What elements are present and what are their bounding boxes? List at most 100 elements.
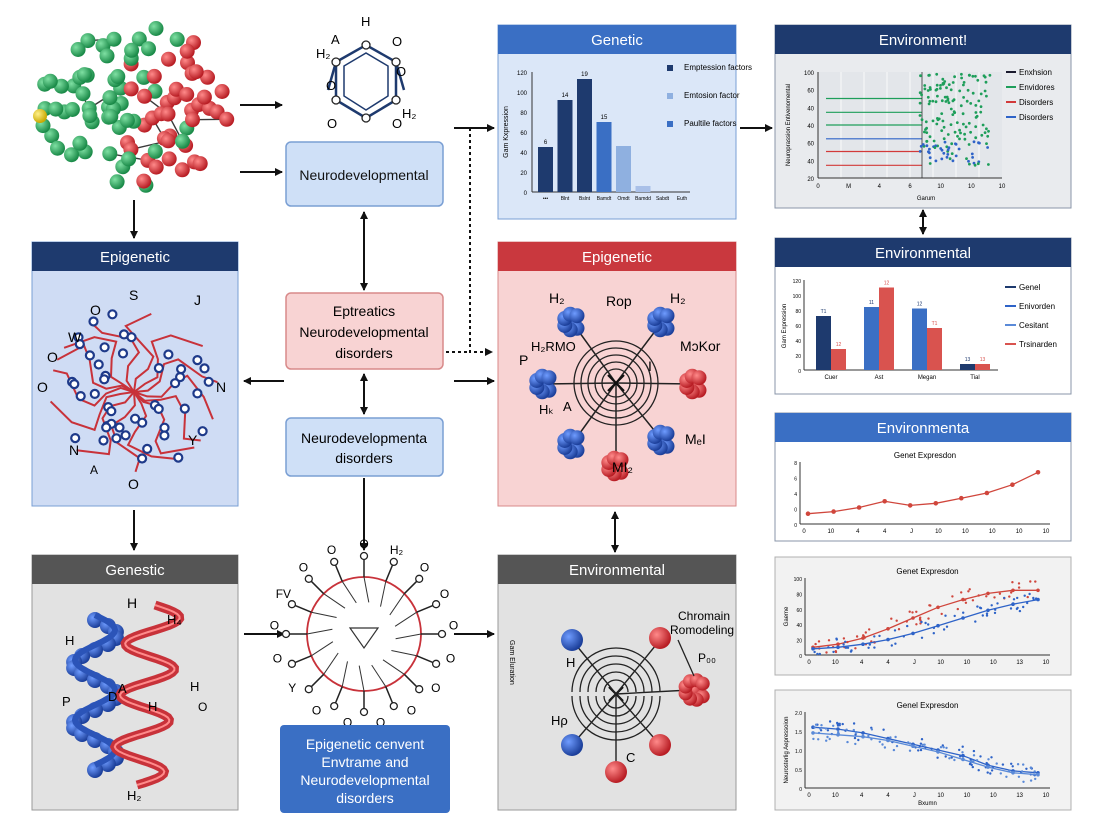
nucleotide-bead (199, 363, 210, 374)
red-helix-illustration (109, 600, 185, 790)
legend-label: Envidores (1019, 83, 1055, 92)
scatter-point (842, 637, 846, 640)
hexagon-molecule (326, 43, 406, 120)
legend-swatch (667, 93, 673, 99)
molecule-atom (64, 147, 79, 163)
molecule-atom (102, 146, 118, 162)
scatter-point (949, 123, 953, 126)
y-tick-label: 80 (795, 309, 801, 315)
scatter-point (1022, 780, 1025, 783)
x-tick-label: Blnt (561, 196, 570, 202)
dotted-arrow (469, 128, 493, 356)
bar-data-label: 19 (581, 72, 588, 78)
atom-label: H₄ (167, 612, 182, 627)
diagram-label: Rop (606, 293, 632, 309)
scatter-point (890, 644, 893, 647)
y-tick-label: 6 (794, 477, 797, 483)
scatter-point (919, 616, 922, 619)
ring-atom-label: O (440, 587, 449, 601)
scatter-point (1034, 580, 1037, 583)
y-axis-label: Neuroprassion Entivenomental (786, 84, 792, 166)
scatter-point (836, 724, 840, 727)
nucleotide-bead (75, 391, 86, 402)
ring-atom-label: O (343, 716, 352, 730)
molecule-atom (160, 106, 176, 122)
scatter-point (986, 146, 989, 149)
atom-label: O (396, 64, 406, 79)
scatter-point (818, 652, 821, 656)
scatter-point (993, 596, 996, 599)
callout-line: Envtrame and (321, 754, 408, 770)
scatter-point (974, 620, 977, 623)
inner-bond (323, 593, 346, 609)
nucleotide-bead (159, 430, 170, 441)
histone-tail (133, 391, 195, 455)
scatter-point (844, 640, 847, 643)
nucleotide-bead (107, 309, 118, 320)
scatter-point (1033, 770, 1036, 773)
callout-line: disorders (336, 790, 394, 806)
histone-tail (49, 391, 135, 432)
scatter-point (967, 73, 971, 77)
scatter-point (998, 592, 1002, 595)
scatter-point (934, 100, 938, 104)
x-tick-label: 0 (807, 660, 811, 666)
scatter-point (974, 116, 978, 119)
scatter-point (1012, 598, 1016, 601)
x-tick-label: 10 (968, 184, 975, 190)
nucleotide-bead (203, 376, 214, 387)
callout-line: Epigenetic cenvent (306, 736, 424, 752)
panel-header (775, 238, 1071, 267)
data-point (861, 731, 865, 735)
scatter-point (1016, 596, 1019, 600)
scatter-point (852, 722, 856, 725)
panel-header (498, 555, 736, 584)
data-point (1036, 772, 1040, 777)
scatter-point (835, 638, 838, 641)
y-tick-label: 0 (799, 787, 802, 793)
x-tick-label: 10 (964, 793, 971, 799)
y-tick-label: 0 (794, 508, 797, 514)
molecule-atom (175, 133, 190, 149)
molecule-atom (82, 108, 98, 124)
chart-title: Genet Expresdon (896, 567, 958, 576)
diagram-label: MɔKor (680, 338, 721, 354)
chromatin-ring (580, 347, 652, 419)
x-tick-label: 10 (828, 529, 835, 535)
center-box-line: Eptreatics (333, 303, 395, 319)
y-tick-label: 0 (799, 654, 802, 660)
scatter-point (962, 122, 965, 126)
scatter-point (999, 772, 1002, 775)
diagram-label: P (519, 352, 528, 368)
epigenetic-callout-box (280, 725, 450, 813)
scatter-point (933, 146, 937, 150)
data-point (1011, 602, 1015, 606)
scatter-point (814, 723, 818, 726)
line-chart-panel-3 (774, 689, 1072, 811)
legend-swatch (667, 65, 673, 71)
atom-label: H (361, 14, 370, 29)
data-point (933, 501, 939, 506)
center-box-line: disorders (335, 345, 393, 361)
helix-ribbon (71, 612, 119, 768)
data-point (1035, 470, 1041, 475)
scatter-point (947, 101, 951, 105)
bar (975, 364, 990, 370)
scatter-point (950, 152, 954, 156)
scatter-point (932, 632, 935, 635)
y-tick-label: 60 (807, 142, 814, 148)
molecule-atom (106, 31, 122, 47)
scatter-point (956, 607, 959, 611)
scatter-point (827, 639, 831, 642)
x-tick-label: Ast (875, 375, 884, 381)
scatter-point (974, 136, 978, 140)
y-axis-label: Neurosterlig Aepressoion (784, 716, 790, 783)
x-tick-label: 10 (1016, 529, 1023, 535)
scatter-point (923, 130, 926, 134)
scatter-point (944, 755, 947, 758)
nucleotide-bead (98, 435, 109, 446)
nucleotide-bead (70, 433, 81, 444)
panel-title: Environment! (879, 32, 967, 49)
inner-bond (380, 581, 387, 607)
